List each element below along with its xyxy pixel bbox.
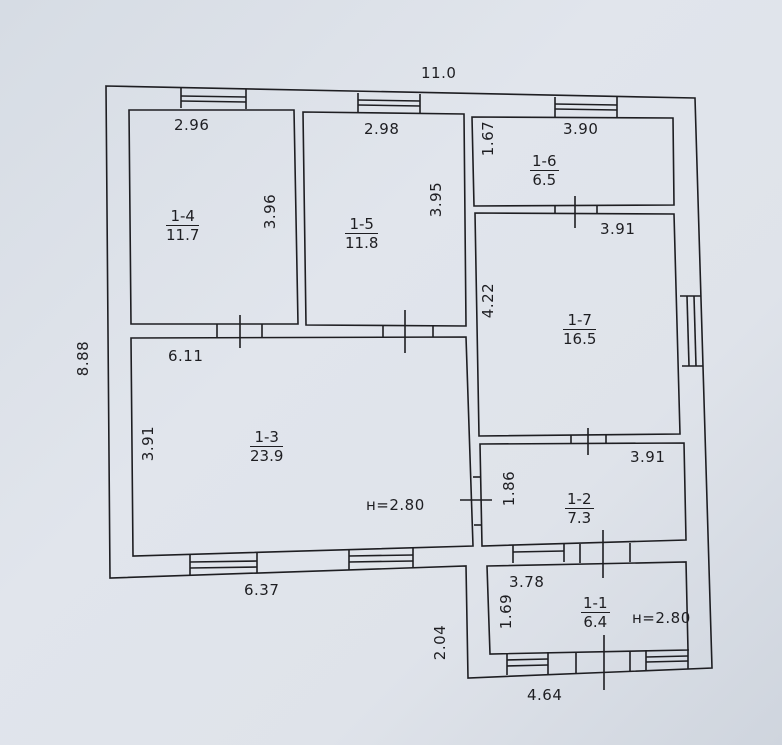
- room-area: 6.5: [532, 171, 557, 189]
- door-1-2-to-1-1: [579, 530, 631, 578]
- room-1-1-ceiling-height: н=2.80: [632, 609, 691, 627]
- room-number: 1-3: [250, 430, 284, 447]
- dimension-step-height: 2.04: [431, 624, 450, 661]
- room-number: 1-2: [565, 490, 594, 509]
- window-between-1-2-1-1: [512, 544, 565, 563]
- room-1-1-label: 1-1 6.4: [581, 596, 610, 630]
- room-1-4-label: 1-4 11.7: [166, 209, 200, 244]
- room-1-6-width: 3.90: [563, 120, 599, 138]
- window-bottom-1-1-right: [645, 649, 689, 670]
- room-1-6-label: 1-6 6.5: [530, 154, 559, 188]
- window-bottom-1-3-right: [348, 548, 414, 570]
- room-1-4-walls: [128, 109, 299, 325]
- room-1-6-depth: 1.67: [479, 120, 498, 157]
- room-1-4-depth: 3.96: [261, 193, 280, 230]
- door-1-5-to-1-3: [382, 310, 434, 353]
- outer-wall: [105, 85, 713, 679]
- room-area: 16.5: [563, 330, 597, 348]
- room-area: 23.9: [250, 447, 284, 465]
- room-number: 1-6: [530, 152, 559, 171]
- window-bottom-1-3-left: [189, 553, 258, 575]
- door-1-4-to-1-3: [216, 315, 263, 348]
- room-1-7-walls: [474, 212, 681, 437]
- room-1-3-walls: [130, 336, 474, 557]
- window-top-1-4: [180, 88, 247, 109]
- room-1-2-walls: [479, 442, 687, 547]
- room-1-2-label: 1-2 7.3: [565, 492, 594, 526]
- door-1-6-to-1-7: [554, 196, 598, 228]
- room-number: 1-1: [581, 594, 610, 613]
- room-area: 7.3: [567, 509, 592, 527]
- window-top-1-5: [357, 93, 421, 114]
- dimension-bottom-right: 4.64: [527, 686, 563, 704]
- room-1-5-width: 2.98: [364, 120, 400, 138]
- room-number: 1-4: [166, 209, 200, 226]
- room-1-5-walls: [302, 111, 467, 327]
- room-1-2-width: 3.91: [630, 448, 666, 466]
- room-area: 6.4: [583, 613, 608, 631]
- room-1-3-ceiling-height: н=2.80: [366, 496, 425, 514]
- door-entrance-1-1: [575, 635, 631, 690]
- room-1-7-depth: 4.22: [479, 282, 498, 319]
- door-1-3-to-1-2: [460, 476, 492, 526]
- room-1-3-depth: 3.91: [139, 425, 158, 462]
- window-top-1-6: [554, 97, 618, 118]
- room-number: 1-5: [345, 217, 379, 234]
- door-1-7-to-1-2: [570, 428, 607, 455]
- room-1-5-label: 1-5 11.8: [345, 217, 379, 252]
- room-1-6-walls: [471, 116, 675, 207]
- dimension-overall-width: 11.0: [421, 64, 457, 82]
- room-1-1-width: 3.78: [509, 573, 545, 591]
- room-1-7-label: 1-7 16.5: [563, 313, 597, 348]
- room-1-7-width: 3.91: [600, 220, 636, 238]
- window-bottom-1-1-left: [506, 652, 549, 675]
- room-number: 1-7: [563, 313, 597, 330]
- room-1-5-depth: 3.95: [427, 181, 446, 218]
- dimension-overall-height: 8.88: [74, 340, 93, 377]
- window-right-1-7: [680, 295, 703, 367]
- room-1-1-depth: 1.69: [497, 593, 516, 630]
- room-1-3-width: 6.11: [168, 347, 204, 365]
- room-1-3-label: 1-3 23.9: [250, 430, 284, 465]
- dimension-bottom-left: 6.37: [244, 581, 280, 599]
- room-1-4-width: 2.96: [174, 116, 210, 134]
- room-area: 11.8: [345, 234, 379, 252]
- room-1-2-depth: 1.86: [500, 470, 519, 507]
- room-area: 11.7: [166, 226, 200, 244]
